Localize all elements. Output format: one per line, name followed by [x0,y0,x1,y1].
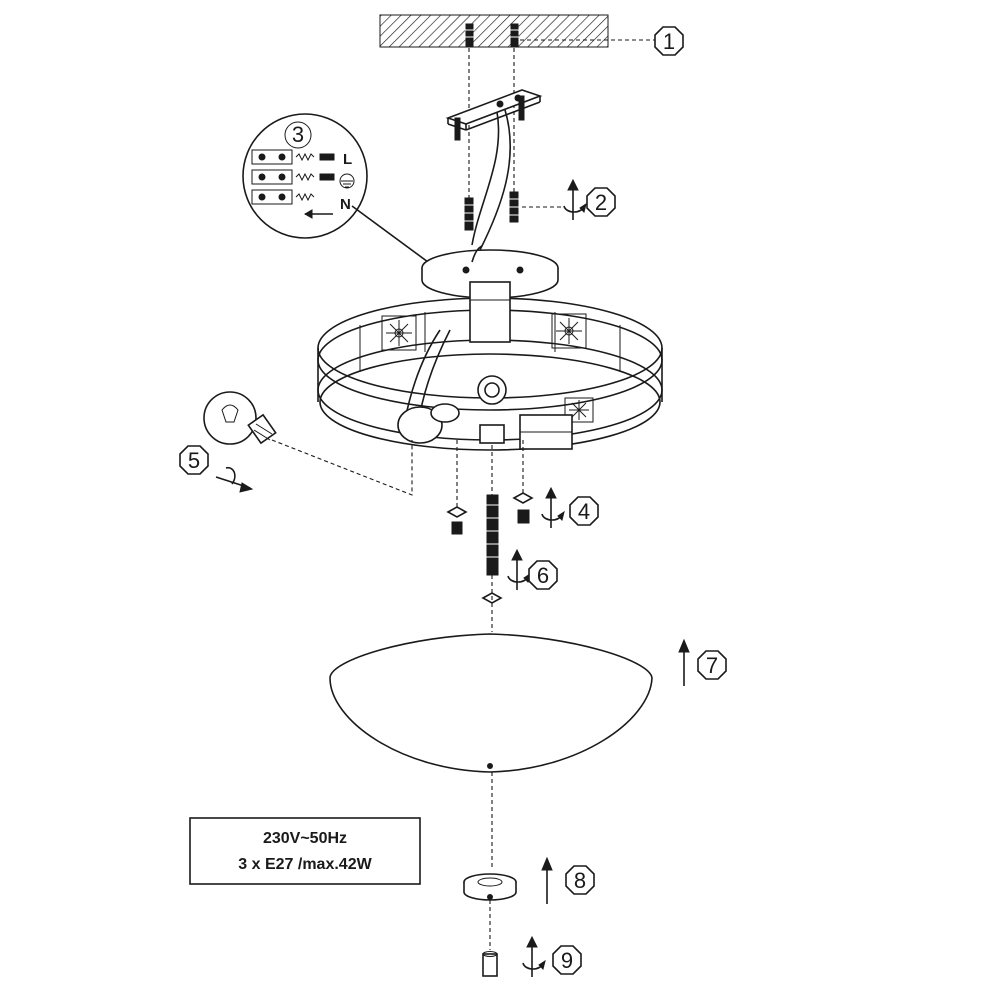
supply-wire-b [479,109,512,251]
light-bulb-icon [203,391,277,445]
callout-2: 2 [586,187,616,217]
callout-1: 1 [654,26,684,56]
rotate-arrow-icon [522,935,546,977]
wiring-live-label: L [343,151,352,168]
svg-text:6: 6 [537,563,549,588]
callout-3-label: 3 [292,122,304,147]
ceiling-hatch [379,14,609,48]
socket-right [519,414,573,450]
finial-nut [482,951,498,977]
wiring-detail [242,113,368,239]
ground-symbol-icon [339,173,355,189]
socket-front [477,375,507,444]
washer-right [512,492,534,524]
svg-text:8: 8 [574,868,586,893]
mounting-bracket [445,89,543,141]
socket-left [397,403,460,444]
threaded-rod [481,494,503,604]
svg-text:5: 5 [188,448,200,473]
washer-left [446,506,468,535]
spec-lamps: 3 x E27 /max.42W [238,856,372,873]
supply-wire-a [471,111,500,246]
up-arrow-icon [541,856,553,904]
callout-7: 7 [697,650,727,680]
bulb-leader [271,439,413,496]
finial-cap [463,873,517,901]
callout-3-ring [284,121,312,149]
rotate-arrow-icon [215,466,254,493]
rotate-arrow-icon [541,486,565,528]
svg-text:9: 9 [561,948,573,973]
callout-8: 8 [565,865,595,895]
spec-voltage: 230V~50Hz [263,830,347,847]
up-arrow-icon [678,638,690,686]
callout-5: 5 [179,445,209,475]
wiring-neutral-label: N [340,196,351,213]
callout-6: 6 [528,560,558,590]
svg-text:2: 2 [595,190,607,215]
wall-plug-left [464,197,474,231]
spec-box: 230V~50Hz 3 x E27 /max.42W [189,817,421,885]
rotate-arrow-icon [507,548,531,590]
rotate-arrow-icon [563,178,587,220]
wall-plug-right [509,191,519,223]
ceiling-anchor-left [464,23,475,47]
svg-text:7: 7 [706,653,718,678]
callout-4: 4 [569,496,599,526]
svg-text:4: 4 [578,499,590,524]
callout-9: 9 [552,945,582,975]
glass-bowl [329,633,653,773]
detail-leader [351,205,429,263]
svg-text:1: 1 [663,29,675,54]
ceiling-anchor-right [509,23,520,47]
